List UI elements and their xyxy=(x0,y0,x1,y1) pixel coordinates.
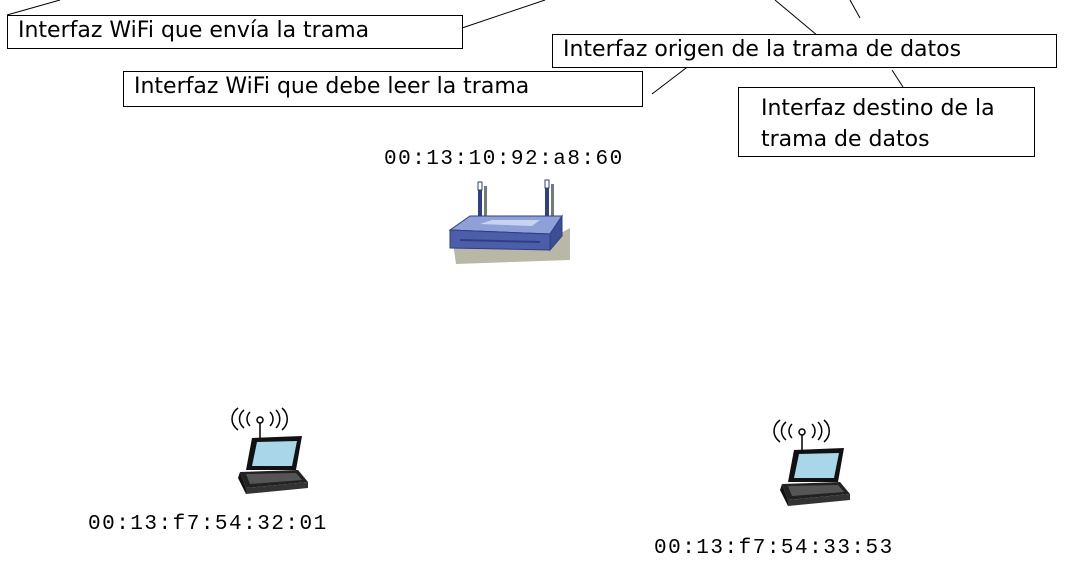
wireless-laptop-right-icon xyxy=(773,419,850,506)
callout-sender-interface: Interfaz WiFi que envía la trama xyxy=(7,15,463,49)
callout-destination-text: Interfaz destino de la trama de datos xyxy=(761,96,995,152)
laptop-right-mac-label: 00:13:f7:54:33:53 xyxy=(654,537,894,560)
callout-receiver-text: Interfaz WiFi que debe leer la trama xyxy=(134,74,530,99)
callout-source-interface: Interfaz origen de la trama de datos xyxy=(552,34,1057,68)
wireless-laptop-left-icon xyxy=(231,407,308,494)
wireless-router-icon xyxy=(448,179,570,264)
callout-destination-interface: Interfaz destino de la trama de datos xyxy=(738,87,1035,157)
laptop-left-mac-label: 00:13:f7:54:32:01 xyxy=(88,513,328,536)
access-point-mac-label: 00:13:10:92:a8:60 xyxy=(384,148,624,171)
callout-source-text: Interfaz origen de la trama de datos xyxy=(563,37,962,62)
callout-sender-text: Interfaz WiFi que envía la trama xyxy=(18,18,370,43)
callout-receiver-interface: Interfaz WiFi que debe leer la trama xyxy=(123,71,643,107)
